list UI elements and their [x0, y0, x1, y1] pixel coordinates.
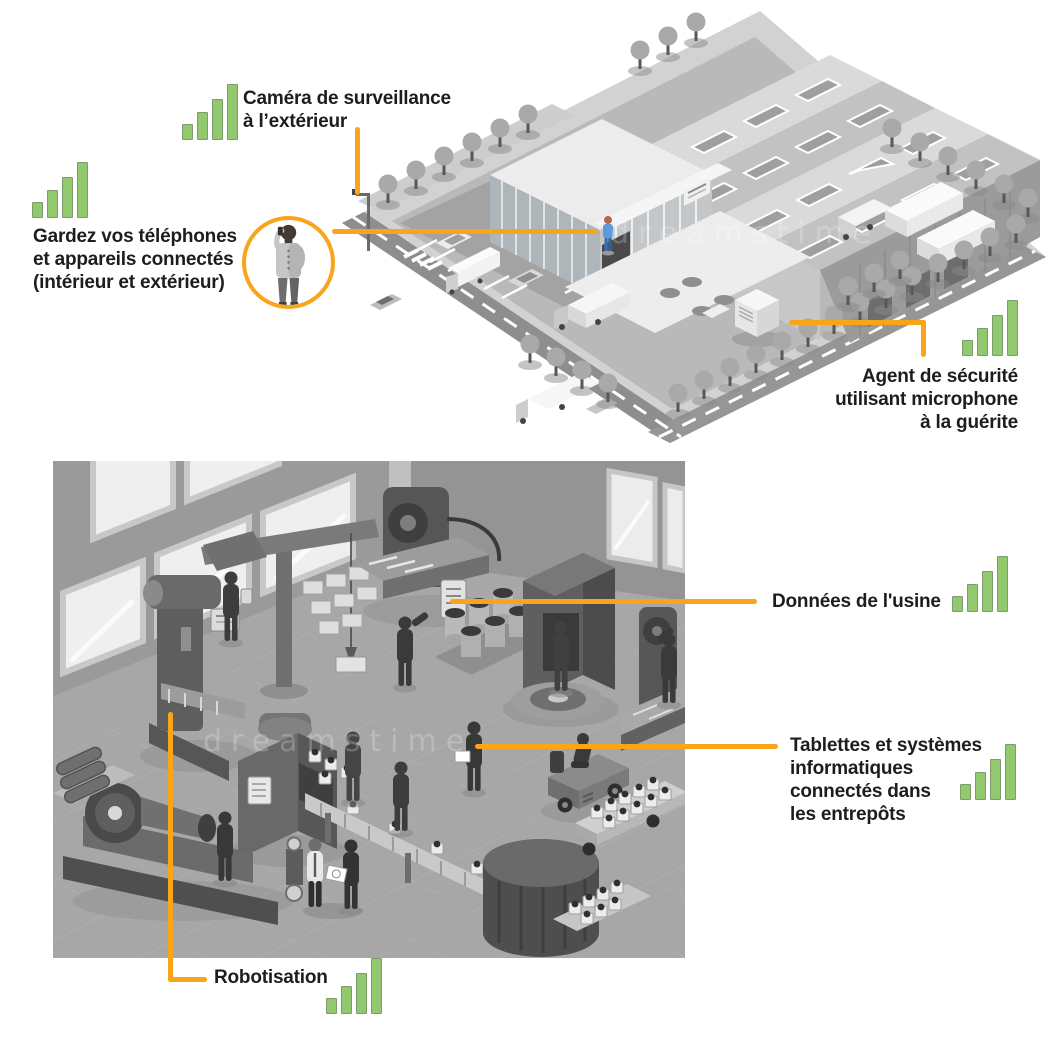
grinding-machine	[353, 487, 503, 627]
workers-talking	[303, 838, 363, 919]
callout-robotics-label: Robotisation	[214, 966, 328, 989]
delivery-trucks	[838, 182, 995, 265]
bar	[341, 986, 352, 1014]
connector-factory-data	[450, 599, 757, 604]
bar	[992, 315, 1003, 356]
signal-bars-icon	[326, 958, 382, 1014]
exterior-factory-illustration: dreamstime	[342, 11, 1046, 443]
label-line: Robotisation	[214, 967, 328, 988]
parts-crate	[553, 879, 651, 931]
bar	[227, 84, 238, 140]
metal-stock-rack	[53, 746, 135, 804]
bar	[952, 596, 963, 612]
label-line: (intérieur et extérieur)	[33, 272, 225, 293]
bar	[1007, 300, 1018, 356]
parked-car	[436, 231, 544, 287]
callout-phones-label: Gardez vos téléphones et appareils conne…	[33, 225, 237, 294]
bar	[997, 556, 1008, 612]
label-line: les entrepôts	[790, 804, 906, 825]
press-machine	[503, 553, 619, 727]
workers	[213, 571, 681, 919]
label-line: Agent de sécurité	[861, 366, 1018, 387]
connector-robotics-v	[168, 712, 173, 982]
label-line: utilisant microphone	[835, 389, 1018, 410]
connector-agent-v	[921, 320, 926, 357]
bar	[77, 162, 88, 218]
connector-tablets	[475, 744, 778, 749]
connector-robotics-h	[168, 977, 207, 982]
parts-cart	[575, 776, 685, 856]
worker-with-tablet	[454, 721, 486, 798]
signal-bars-icon	[962, 300, 1018, 356]
label-line: Caméra de surveillance	[243, 88, 451, 109]
label-line: Tablettes et systèmes	[790, 735, 982, 756]
connector-phones	[332, 229, 598, 234]
watermark: dreamstime	[203, 724, 473, 759]
interior-factory-illustration: dreamstime	[53, 461, 685, 958]
bar	[47, 190, 58, 218]
guard-booth	[732, 289, 784, 347]
bar	[975, 772, 986, 800]
bar	[197, 112, 208, 140]
label-line: à l’extérieur	[243, 111, 348, 132]
bar	[982, 571, 993, 612]
signal-bars-icon	[32, 162, 88, 218]
bar	[962, 340, 973, 356]
watermark: dreamstime	[610, 216, 880, 251]
bar	[212, 99, 223, 140]
overhead-crane	[201, 519, 379, 699]
floor-grid	[53, 559, 685, 958]
person-on-phone-badge	[242, 216, 335, 309]
bar	[990, 759, 1001, 800]
connector-agent-h	[789, 320, 926, 325]
signal-bars-icon	[182, 84, 238, 140]
callout-agent-label: Agent de sécurité utilisant microphone à…	[806, 365, 1018, 434]
label-line: connectés dans	[790, 781, 931, 802]
entrance-canopy	[595, 163, 732, 230]
label-line: Données de l'usine	[772, 591, 941, 612]
callout-camera-label: Caméra de surveillance à l’extérieur	[243, 87, 451, 133]
bar	[371, 958, 382, 1014]
callout-factory-data-label: Données de l'usine	[772, 590, 941, 613]
semi-truck	[446, 247, 500, 295]
building-sign	[684, 178, 710, 206]
bar	[62, 177, 73, 218]
label-line: et appareils connectés	[33, 249, 234, 270]
storage-tank	[483, 839, 599, 957]
person-at-entrance	[602, 216, 614, 256]
conveyor-belt	[228, 713, 599, 957]
signal-bars-icon	[952, 556, 1008, 612]
bar	[356, 973, 367, 1014]
label-line: à la guérite	[920, 412, 1018, 433]
connector-camera	[355, 127, 360, 195]
bar	[182, 124, 193, 140]
bar	[960, 784, 971, 800]
bar	[1005, 744, 1016, 800]
bar	[977, 328, 988, 356]
person-on-phone-icon	[274, 224, 306, 305]
callout-tablets-label: Tablettes et systèmes informatiques conn…	[790, 734, 982, 826]
label-line: Gardez vos téléphones	[33, 226, 237, 247]
bar	[967, 584, 978, 612]
bar	[326, 998, 337, 1014]
label-line: informatiques	[790, 758, 914, 779]
signal-bars-icon	[960, 744, 1016, 800]
bar	[32, 202, 43, 218]
perimeter-hedge	[358, 104, 574, 212]
